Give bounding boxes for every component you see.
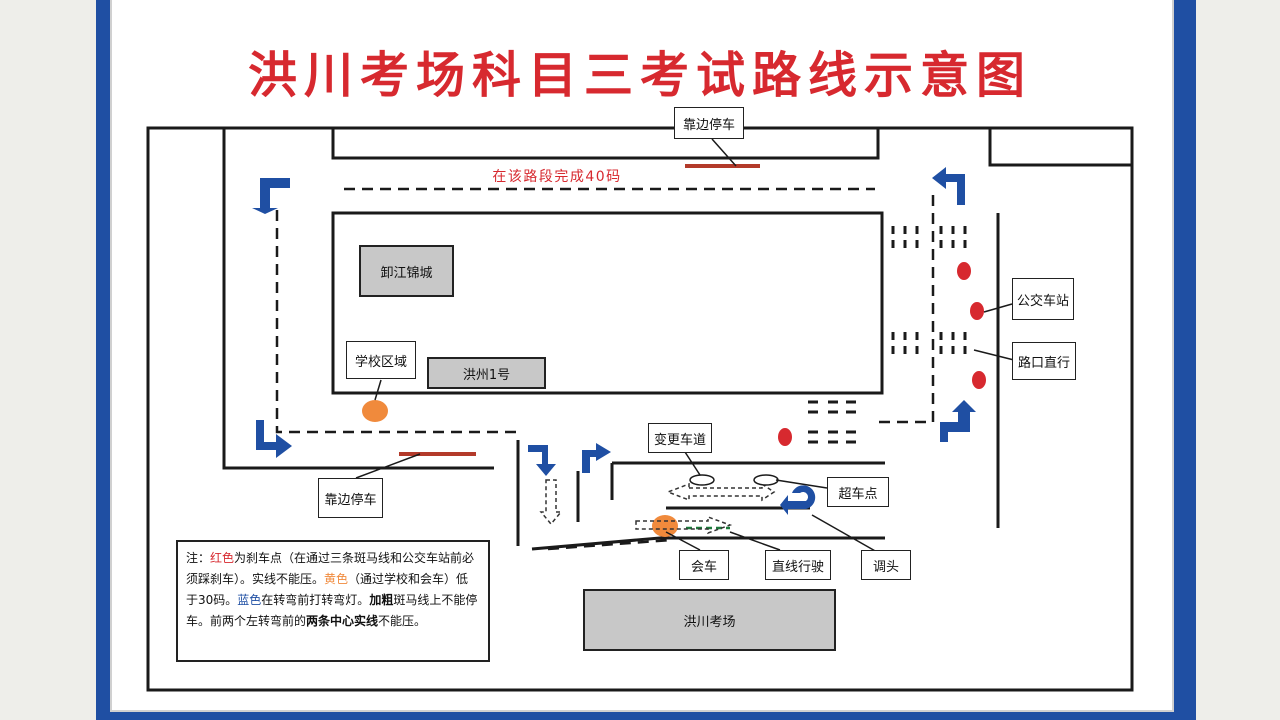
label-park-top: 靠边停车 xyxy=(674,107,744,139)
lower-road-bottom xyxy=(531,536,885,551)
label-intersection-straight: 路口直行 xyxy=(1012,342,1076,380)
building-hongzhou1: 洪州1号 xyxy=(427,357,546,389)
outer-boundary xyxy=(146,126,1134,692)
route-dashed xyxy=(275,187,935,551)
label-school-zone: 学校区域 xyxy=(346,341,416,379)
label-meet-car: 会车 xyxy=(679,550,729,580)
label-park-left: 靠边停车 xyxy=(318,478,383,518)
map-title: 洪川考场科目三考试路线示意图 xyxy=(247,46,1032,104)
label-overtake-point: 超车点 xyxy=(827,477,889,507)
central-block xyxy=(331,211,884,395)
turn-arrows xyxy=(252,167,976,515)
brake-points xyxy=(778,262,986,446)
building-xiejiang: 卸江锦城 xyxy=(359,245,454,297)
label-lane-change: 变更车道 xyxy=(648,423,712,453)
legend-note: 注：红色为刹车点（在通过三条斑马线和公交车站前必须踩刹车）。实线不能压。黄色（通… xyxy=(176,540,490,662)
leader-lines xyxy=(355,138,1015,553)
road-note-40: 在该路段完成40码 xyxy=(492,169,621,185)
label-drive-straight: 直线行驶 xyxy=(765,550,831,580)
top-strip xyxy=(331,128,880,160)
label-u-turn: 调头 xyxy=(861,550,911,580)
route-right xyxy=(876,195,935,424)
lane-arrows xyxy=(539,479,776,535)
label-bus-stop: 公交车站 xyxy=(1012,278,1074,320)
stop-marks xyxy=(399,164,760,456)
zebra-crossings xyxy=(808,226,967,444)
lane-ovals xyxy=(689,474,779,486)
left-road-inner-edge xyxy=(222,128,494,470)
route-bottom xyxy=(547,538,673,551)
route-left xyxy=(275,210,520,434)
building-exam-center: 洪川考场 xyxy=(583,589,836,651)
top-right-corner-road xyxy=(988,128,1132,167)
